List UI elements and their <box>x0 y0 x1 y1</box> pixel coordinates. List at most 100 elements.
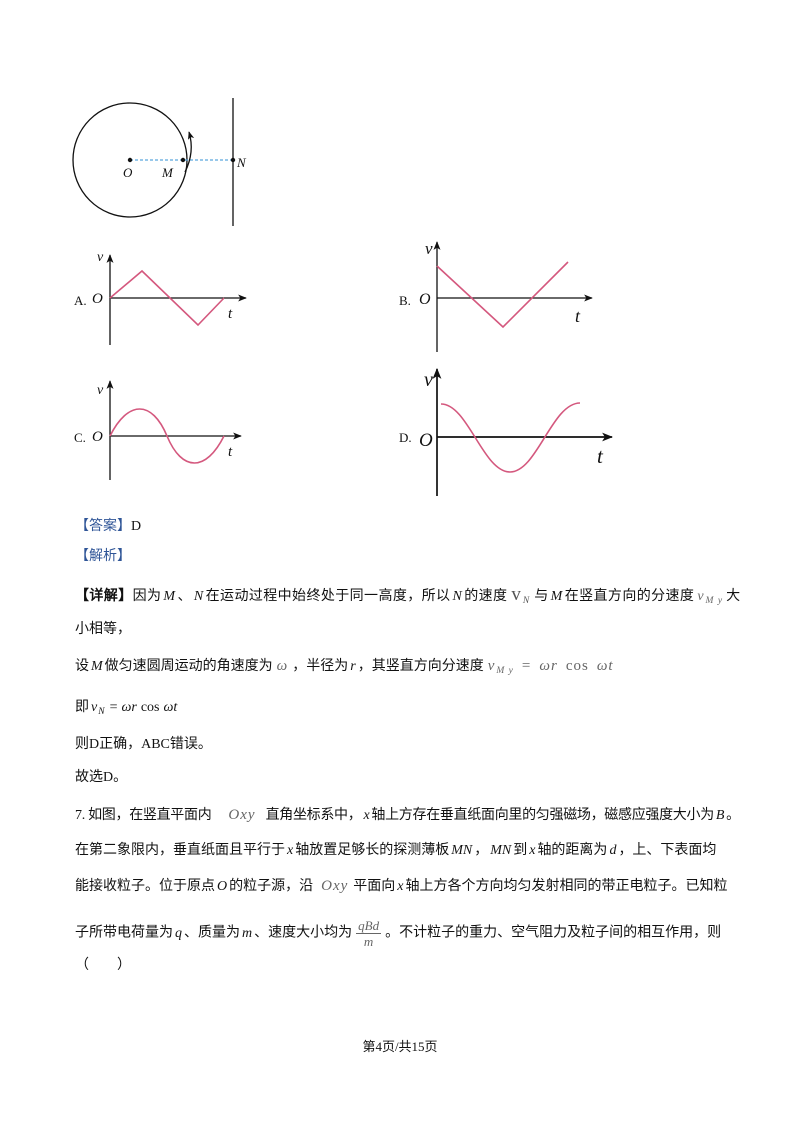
point-n-dot <box>230 157 236 163</box>
text-run: 在第二象限内，垂直纸面且平行于 <box>75 843 285 858</box>
fraction-numerator: qBd <box>358 918 380 933</box>
text-run: 小相等， <box>75 622 131 637</box>
origin-label: O <box>92 429 103 445</box>
velocity-curve <box>436 261 569 329</box>
formatted-text-run: ωr <box>121 700 137 715</box>
math-symbol-subscript: N <box>98 707 106 717</box>
formatted-text-run: N <box>452 589 463 604</box>
formatted-text-run: MN <box>451 843 473 858</box>
option-a-label: A. <box>74 293 87 308</box>
formatted-text-run: = <box>109 700 118 715</box>
t-axis-label: t <box>597 444 604 468</box>
formatted-text-run: cos <box>565 658 589 674</box>
text-run: 则D正确，ABC错误。 <box>75 737 212 752</box>
v-axis-label: v <box>97 383 104 398</box>
circle-motion-figure: O M N <box>72 98 247 226</box>
text-run: 的粒子源，沿 <box>229 879 314 894</box>
t-axis-label: t <box>228 306 233 322</box>
formatted-text-run: r <box>350 659 356 674</box>
formatted-text-run: B <box>715 808 725 823</box>
math-symbol: vN <box>511 584 530 607</box>
math-symbol-subscript: M y <box>496 666 514 676</box>
answer-line: 【答案】D <box>75 517 141 537</box>
math-symbol: vM y <box>697 589 723 606</box>
velocity-curve <box>109 269 225 327</box>
formatted-text-run: M <box>163 589 176 604</box>
text-run: （ ） <box>75 958 131 973</box>
formatted-text-run: 【答案】 <box>75 519 131 534</box>
text-run: 、质量为 <box>184 925 240 941</box>
math-symbol-base: v <box>91 700 98 715</box>
point-n-label: N <box>236 155 247 170</box>
math-symbol-base: v <box>487 658 496 674</box>
option-d-graph: D. v O t <box>399 367 614 496</box>
formatted-text-run: ωt <box>163 700 178 715</box>
text-run: 轴的距离为 <box>537 843 608 858</box>
formatted-text-run: ωr <box>539 658 558 674</box>
text-run: 轴上方存在垂直纸面向里的匀强磁场，磁感应强度大小为 <box>371 808 714 823</box>
text-run: 、速度大小均为 <box>254 925 353 941</box>
origin-label: O <box>419 291 431 308</box>
text-run: 能接收粒子。位于原点 <box>75 879 215 894</box>
text-run: ，其竖直方向分速度 <box>357 659 484 674</box>
option-d-label: D. <box>399 430 412 445</box>
formatted-text-run: Oxy <box>228 807 256 823</box>
text-run: 到 <box>513 843 528 858</box>
formatted-text-run: m <box>242 925 253 941</box>
formatted-text-run: M <box>91 659 103 674</box>
formatted-text-run: d <box>609 843 617 858</box>
text-run: 的速度 <box>464 589 508 604</box>
figures-canvas: O M N A. v O t B. v O t C. <box>72 98 614 496</box>
formatted-text-run: M <box>550 589 563 604</box>
text-run: 。不计粒子的重力、空气阻力及粒子间的相互作用，则 <box>385 925 722 941</box>
text-run: D <box>131 519 142 534</box>
detail-line-2: 小相等， <box>75 620 131 640</box>
formatted-text-run: cos <box>140 700 160 715</box>
v-axis-label: v <box>425 239 433 258</box>
math-symbol: vM y <box>487 658 514 676</box>
formatted-text-run: x <box>363 808 370 823</box>
text-run: 故选D。 <box>75 770 128 785</box>
fraction-denominator: m <box>356 933 382 949</box>
text-run: 做匀速圆周运动的角速度为 <box>104 659 273 674</box>
text-run: 轴上方各个方向均匀发射相同的带正电粒子。已知粒 <box>405 879 728 894</box>
text-run: 7. 如图，在竖直平面内 <box>75 808 212 823</box>
v-axis-label: v <box>97 250 104 265</box>
formatted-text-run: ω <box>276 658 289 674</box>
point-m-label: M <box>161 165 174 180</box>
text-run: 设 <box>75 659 89 674</box>
formatted-text-run: 【详解】 <box>75 589 133 604</box>
origin-label: O <box>419 430 433 451</box>
text-run: 在运动过程中始终处于同一高度，所以 <box>205 589 451 604</box>
text-run: 子所带电荷量为 <box>75 925 173 941</box>
math-symbol-base: v <box>511 584 522 605</box>
text-run: 与 <box>534 589 549 604</box>
velocity-curve <box>109 408 225 464</box>
text-run: 。 <box>726 808 740 823</box>
text-run: ，上、下表面均 <box>618 843 717 858</box>
detail-line-5: 则D正确，ABC错误。 <box>75 735 212 755</box>
analysis-heading: 【解析】 <box>75 547 131 567</box>
formatted-text-run: MN <box>490 843 512 858</box>
math-symbol-base: v <box>697 589 705 604</box>
text-run: 直角坐标系中， <box>265 808 362 823</box>
text-run: 平面向 <box>353 879 396 894</box>
formatted-text-run: = <box>521 658 532 674</box>
rotation-direction-arrow <box>184 131 195 173</box>
option-c-label: C. <box>74 430 86 445</box>
option-b-label: B. <box>399 293 411 308</box>
v-axis-label: v <box>424 369 433 391</box>
formatted-text-run: Oxy <box>321 878 349 894</box>
text-run: 轴放置足够长的探测薄板 <box>295 843 450 858</box>
velocity-curve <box>440 402 581 473</box>
text-run: ， <box>474 843 489 858</box>
formatted-text-run: ωt <box>596 658 614 674</box>
